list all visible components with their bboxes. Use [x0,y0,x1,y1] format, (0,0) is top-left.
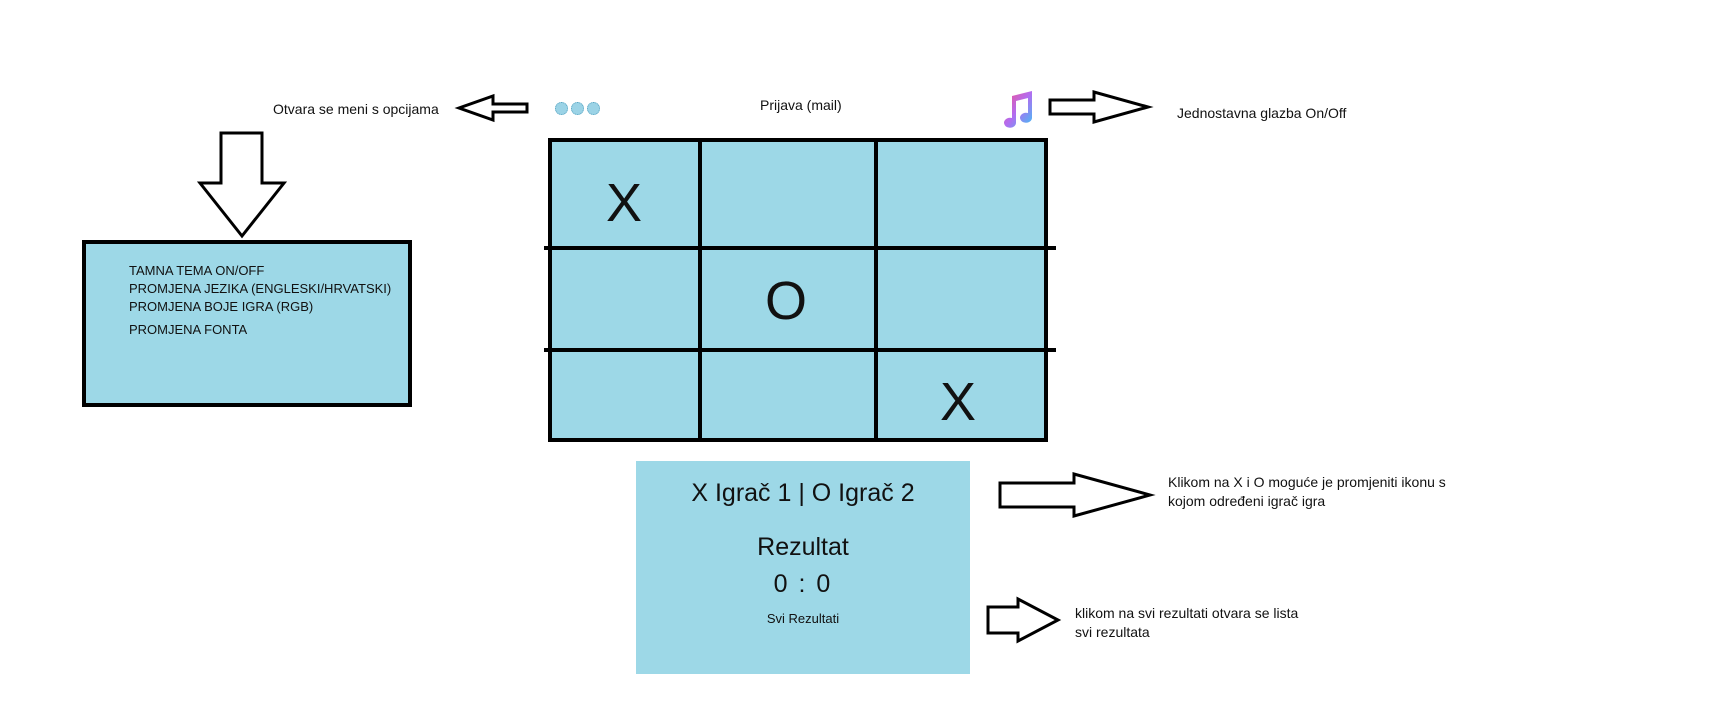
board-cell-1[interactable]: X [605,173,643,233]
option-game-color[interactable]: PROMJENA BOJE IGRA (RGB) [129,299,314,314]
score-panel: X Igrač 1 | O Igrač 2 Rezultat 0 : 0 Svi… [636,461,970,674]
option-language[interactable]: PROMJENA JEZIKA (ENGLESKI/HRVATSKI) [129,281,392,296]
board-cell-9[interactable]: X [939,372,977,432]
grid-line-horizontal [544,348,1056,352]
dot-icon [587,102,600,115]
arrow-to-results-note [986,596,1062,644]
tic-tac-toe-board: X O X [544,138,1056,442]
players-note: Klikom na X i O moguće je promjeniti iko… [1168,474,1446,509]
menu-dots-icon[interactable] [555,102,603,120]
all-results-link[interactable]: Svi Rezultati [766,611,840,626]
grid-line-vertical [874,138,878,442]
arrow-to-players-note [998,472,1156,518]
option-dark-theme[interactable]: TAMNA TEMA ON/OFF [129,263,265,278]
arrow-to-music-note [1048,90,1154,124]
result-title: Rezultat [757,533,849,561]
options-menu-panel: TAMNA TEMA ON/OFF PROMJENA JEZIKA (ENGLE… [82,240,412,407]
menu-note: Otvara se meni s opcijama [273,101,439,117]
music-note-icon[interactable] [998,88,1036,130]
arrow-to-menu-note [454,93,529,123]
arrow-to-options-box [196,131,288,239]
option-font[interactable]: PROMJENA FONTA [129,322,248,337]
player-icons-selector[interactable]: X Igrač 1 | O Igrač 2 [691,479,915,507]
dot-icon [555,102,568,115]
dot-icon [571,102,584,115]
grid-line-vertical [698,138,702,442]
results-note: klikom na svi rezultati otvara se lista … [1075,605,1299,640]
music-note: Jednostavna glazba On/Off [1177,105,1347,121]
board-cell-5[interactable]: O [764,271,807,331]
login-link[interactable]: Prijava (mail) [760,97,842,113]
result-score: 0 : 0 [773,570,833,598]
grid-line-horizontal [544,246,1056,250]
